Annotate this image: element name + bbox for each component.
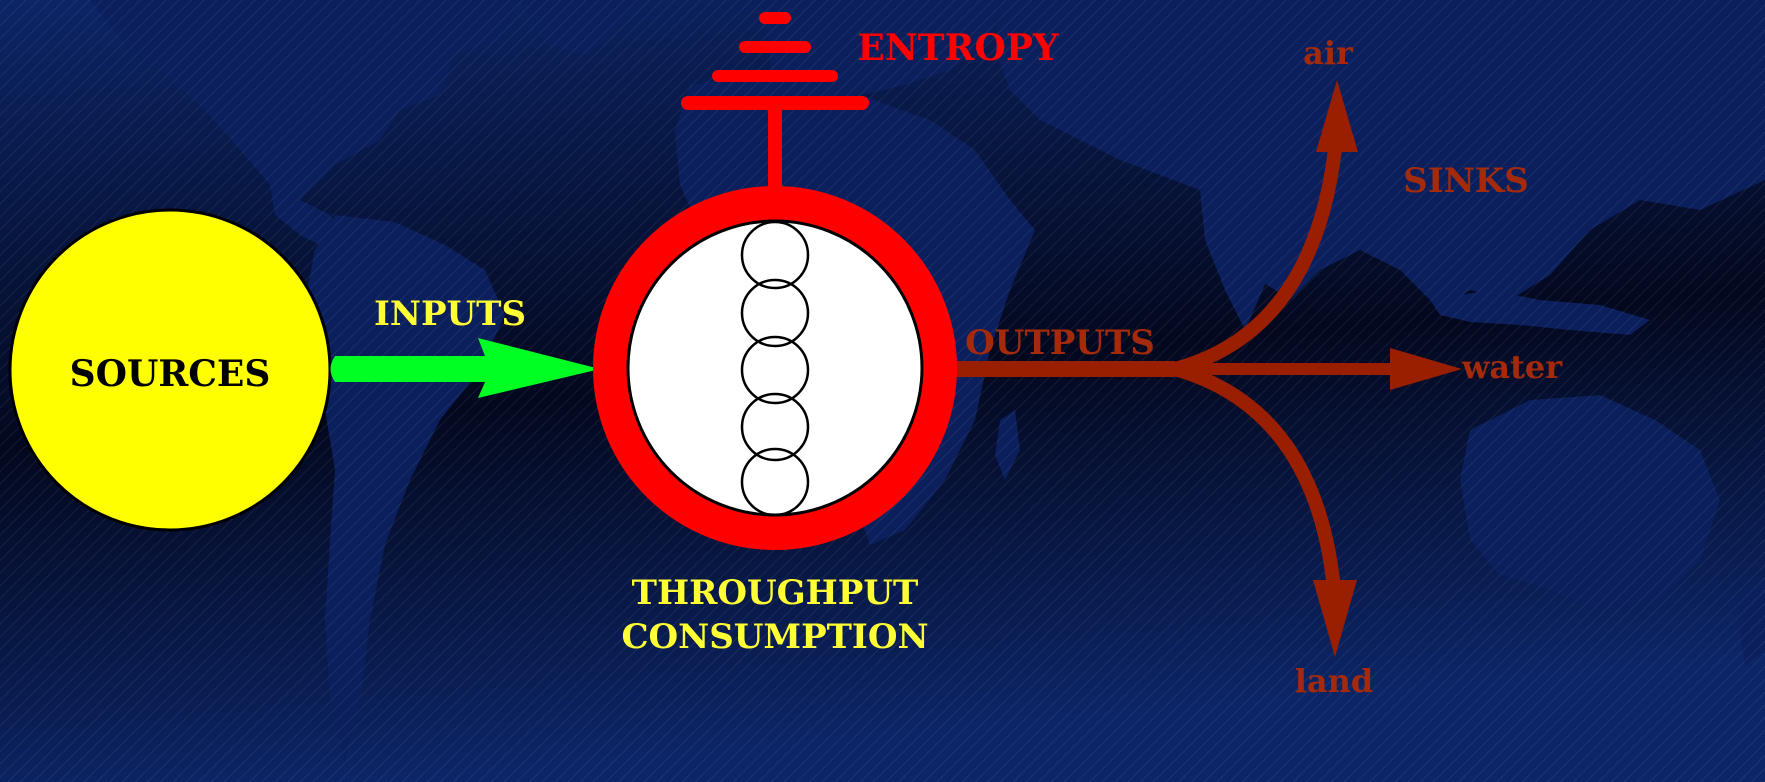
chain-loop [740,392,810,462]
entropy-symbol [681,12,869,202]
entropy-label: ENTROPY [857,27,1059,69]
consumption-label: CONSUMPTION [621,617,928,657]
sinks-label: SINKS [1403,161,1529,201]
chain-loop [740,447,810,517]
air-arrowhead [1316,80,1358,152]
outputs-arrows [950,129,1400,601]
outputs-label: OUTPUTS [965,323,1155,363]
chain-loop [740,220,810,290]
water-arrowhead [1390,348,1462,390]
air-label: air [1303,34,1354,72]
chain-loop [740,278,810,348]
water-label: water [1461,348,1563,386]
chain-loop [740,335,810,405]
sources-label: SOURCES [70,353,271,395]
consumption-chain [740,220,810,517]
inputs-arrow [330,338,600,398]
land-arrowhead [1313,580,1357,657]
sources-circle [8,208,332,532]
inputs-label: INPUTS [374,294,526,334]
outputs-branch-air [1173,129,1344,376]
throughput-label: THROUGHPUT [632,573,919,613]
throughput-core [626,219,924,517]
land-label: land [1295,662,1374,700]
outputs-branch-land [1173,362,1342,601]
